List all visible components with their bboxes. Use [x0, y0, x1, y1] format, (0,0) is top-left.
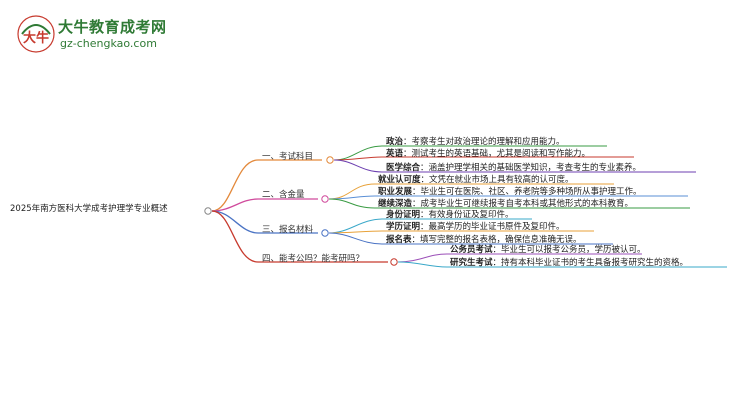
leaf-form: 报名表：填写完整的报名表格，确保信息准确无误。 — [386, 235, 582, 246]
leaf-key: 学历证明 — [386, 222, 421, 232]
leaf-english: 英语：测试考生的英语基础，尤其是阅读和写作能力。 — [386, 149, 590, 160]
leaf-key: 英语 — [386, 149, 404, 159]
connector-b4-l2 — [397, 261, 727, 268]
leaf-text: ：成考毕业生可继续报考自考本科或其他形式的本科教育。 — [412, 199, 634, 209]
connector-root-b3 — [211, 210, 318, 234]
leaf-text: ：有效身份证及复印件。 — [420, 210, 514, 220]
leaf-text: ：考察考生对政治理论的理解和应用能力。 — [403, 137, 565, 147]
branch-exam-subjects: 一、考试科目 — [262, 152, 314, 162]
node-b4 — [390, 258, 398, 266]
connector-b2-l3 — [328, 198, 690, 209]
leaf-degree-proof: 学历证明：最高学历的毕业证书原件及复印件。 — [386, 222, 565, 233]
leaf-key: 报名表 — [386, 235, 412, 245]
leaf-text: ：填写完整的报名表格，确保信息准确无误。 — [411, 235, 582, 245]
connector-b3-l3 — [328, 232, 613, 245]
mindmap-root: 2025年南方医科大学成考护理学专业概述 — [10, 204, 168, 214]
leaf-text: ：持有本科毕业证书的考生具备报考研究生的资格。 — [492, 258, 689, 268]
logo-mark-icon: 大牛 — [17, 15, 55, 53]
branch-value: 二、含金量 — [262, 190, 305, 200]
leaf-further-study: 继续深造：成考毕业生可继续报考自考本科或其他形式的本科教育。 — [378, 199, 633, 210]
leaf-career: 职业发展：毕业生可在医院、社区、养老院等多种场所从事护理工作。 — [378, 187, 642, 198]
logo-url: gz-chengkao.com — [60, 37, 157, 50]
leaf-key: 职业发展 — [378, 187, 413, 197]
leaf-text: ：涵盖护理学相关的基础医学知识，考查考生的专业素养。 — [420, 163, 642, 173]
leaf-key: 身份证明 — [386, 210, 421, 220]
node-root — [204, 207, 212, 215]
leaf-key: 就业认可度 — [378, 175, 421, 185]
logo-title: 大牛教育成考网 — [58, 18, 167, 36]
connector-b1-l2 — [333, 156, 634, 161]
leaf-id-proof: 身份证明：有效身份证及复印件。 — [386, 210, 514, 221]
connector-b1-l3 — [333, 159, 696, 173]
branch-materials: 三、报名材料 — [262, 225, 314, 235]
leaf-key: 继续深造 — [378, 199, 413, 209]
leaf-text: ：文凭在就业市场上具有较高的认可度。 — [420, 175, 574, 185]
leaf-employment: 就业认可度：文凭在就业市场上具有较高的认可度。 — [378, 175, 574, 186]
leaf-text: ：最高学历的毕业证书原件及复印件。 — [420, 222, 565, 232]
leaf-postgrad: 研究生考试：持有本科毕业证书的考生具备报考研究生的资格。 — [450, 258, 688, 269]
branch-civil-postgrad: 四、能考公吗？能考研吗？ — [262, 254, 365, 264]
node-b3 — [321, 229, 329, 237]
logo-mark-text: 大牛 — [23, 30, 49, 46]
connector-root-b2 — [211, 198, 318, 212]
leaf-text: ：毕业生可在医院、社区、养老院等多种场所从事护理工作。 — [412, 187, 642, 197]
node-b1 — [326, 156, 334, 164]
connector-b3-l2 — [328, 230, 594, 234]
leaf-text: ：毕业生可以报考公务员，学历被认可。 — [492, 245, 646, 255]
leaf-politics: 政治：考察考生对政治理论的理解和应用能力。 — [386, 137, 565, 148]
node-b2 — [321, 195, 329, 203]
leaf-civil-service: 公务员考试：毕业生可以报考公务员，学历被认可。 — [450, 245, 646, 256]
leaf-text: ：测试考生的英语基础，尤其是阅读和写作能力。 — [403, 149, 591, 159]
leaf-medical: 医学综合：涵盖护理学相关的基础医学知识，考查考生的专业素养。 — [386, 163, 641, 174]
leaf-key: 公务员考试 — [450, 245, 493, 255]
leaf-key: 研究生考试 — [450, 258, 493, 268]
connector-root-b4 — [211, 210, 388, 263]
leaf-key: 医学综合 — [386, 163, 421, 173]
site-logo: 大牛 大牛教育成考网 gz-chengkao.com — [16, 12, 166, 54]
connector-root-b1 — [211, 159, 322, 212]
leaf-key: 政治 — [386, 137, 404, 147]
